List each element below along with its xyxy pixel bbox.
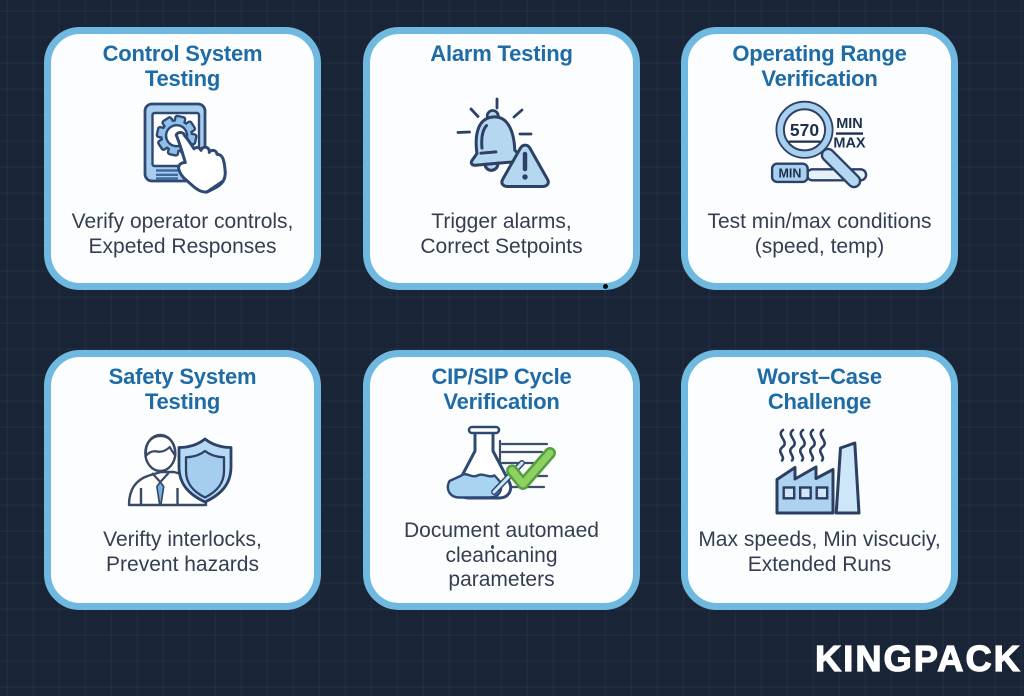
svg-text:MAX: MAX (833, 136, 866, 152)
svg-text:MIN: MIN (836, 116, 863, 132)
svg-text:570: 570 (790, 120, 819, 140)
svg-text:MIN: MIN (778, 167, 801, 181)
